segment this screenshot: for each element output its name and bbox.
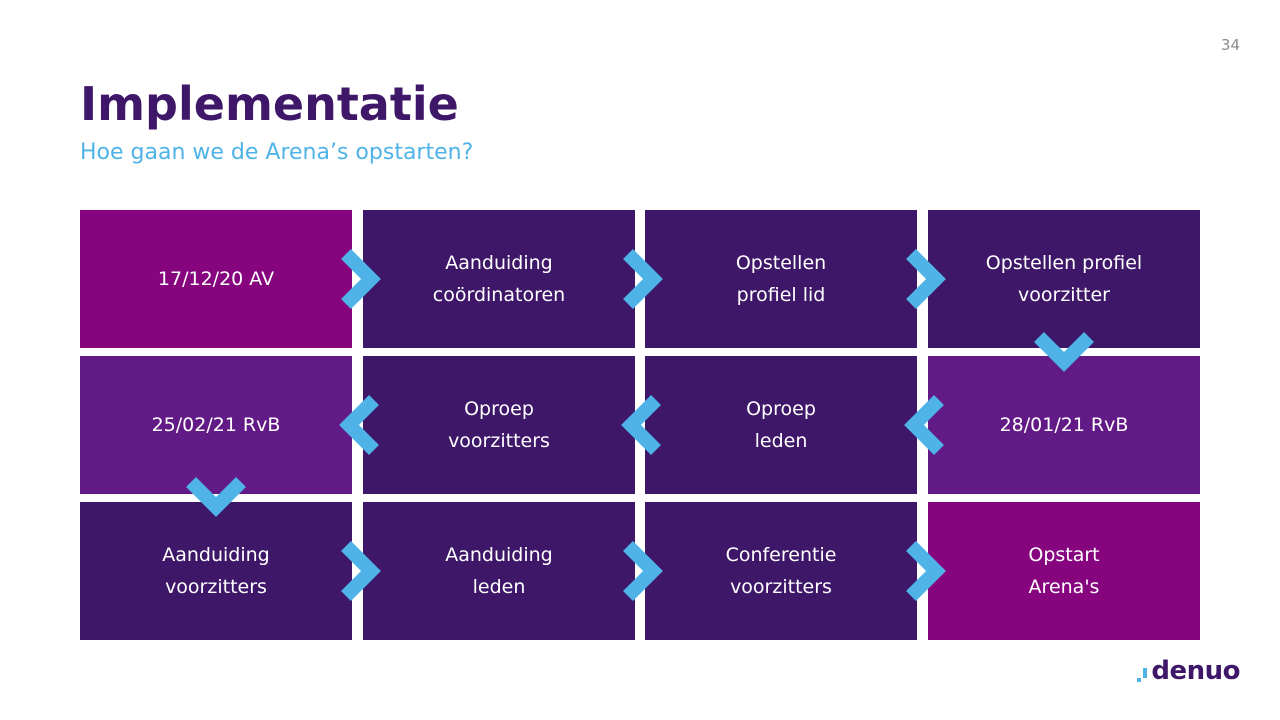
chevron-left-icon	[334, 394, 384, 456]
process-step: Oproep leden	[645, 356, 917, 494]
process-step: Opstellen profiel lid	[645, 210, 917, 348]
chevron-right-icon	[901, 540, 951, 602]
page-number: 34	[1220, 36, 1240, 54]
process-step: 28/01/21 RvB	[928, 356, 1200, 494]
slide-title: Implementatie	[80, 77, 459, 131]
step-label: Oproep voorzitters	[448, 398, 550, 452]
slide-subtitle: Hoe gaan we de Arena’s opstarten?	[80, 140, 474, 165]
step-label: Oproep leden	[746, 398, 816, 452]
chevron-right-icon	[618, 248, 668, 310]
step-label: 25/02/21 RvB	[151, 414, 281, 436]
process-step: Opstart Arena's	[928, 502, 1200, 640]
logo-wordmark: denuo	[1151, 656, 1240, 686]
chevron-down-icon	[1033, 327, 1095, 377]
process-step: Oproep voorzitters	[363, 356, 635, 494]
chevron-right-icon	[618, 540, 668, 602]
process-step: 25/02/21 RvB	[80, 356, 352, 494]
process-step: Aanduiding coördinatoren	[363, 210, 635, 348]
step-label: Opstellen profiel lid	[735, 252, 827, 306]
chevron-down-icon	[185, 472, 247, 522]
chevron-right-icon	[336, 248, 386, 310]
chevron-right-icon	[336, 540, 386, 602]
step-label: Aanduiding voorzitters	[162, 544, 270, 598]
chevron-right-icon	[901, 248, 951, 310]
process-step: Opstellen profiel voorzitter	[928, 210, 1200, 348]
denuo-logo-mark-icon	[1137, 668, 1148, 682]
process-step: Conferentie voorzitters	[645, 502, 917, 640]
process-step: Aanduiding voorzitters	[80, 502, 352, 640]
chevron-left-icon	[899, 394, 949, 456]
step-label: Conferentie voorzitters	[725, 544, 837, 598]
step-label: 28/01/21 RvB	[999, 414, 1129, 436]
step-label: Opstart Arena's	[1028, 544, 1100, 598]
chevron-left-icon	[616, 394, 666, 456]
process-step: Aanduiding leden	[363, 502, 635, 640]
denuo-logo: denuo	[1137, 656, 1240, 686]
step-label: Aanduiding leden	[445, 544, 553, 598]
step-label: Opstellen profiel voorzitter	[985, 252, 1143, 306]
process-step: 17/12/20 AV	[80, 210, 352, 348]
step-label: 17/12/20 AV	[157, 268, 275, 290]
step-label: Aanduiding coördinatoren	[432, 252, 566, 306]
